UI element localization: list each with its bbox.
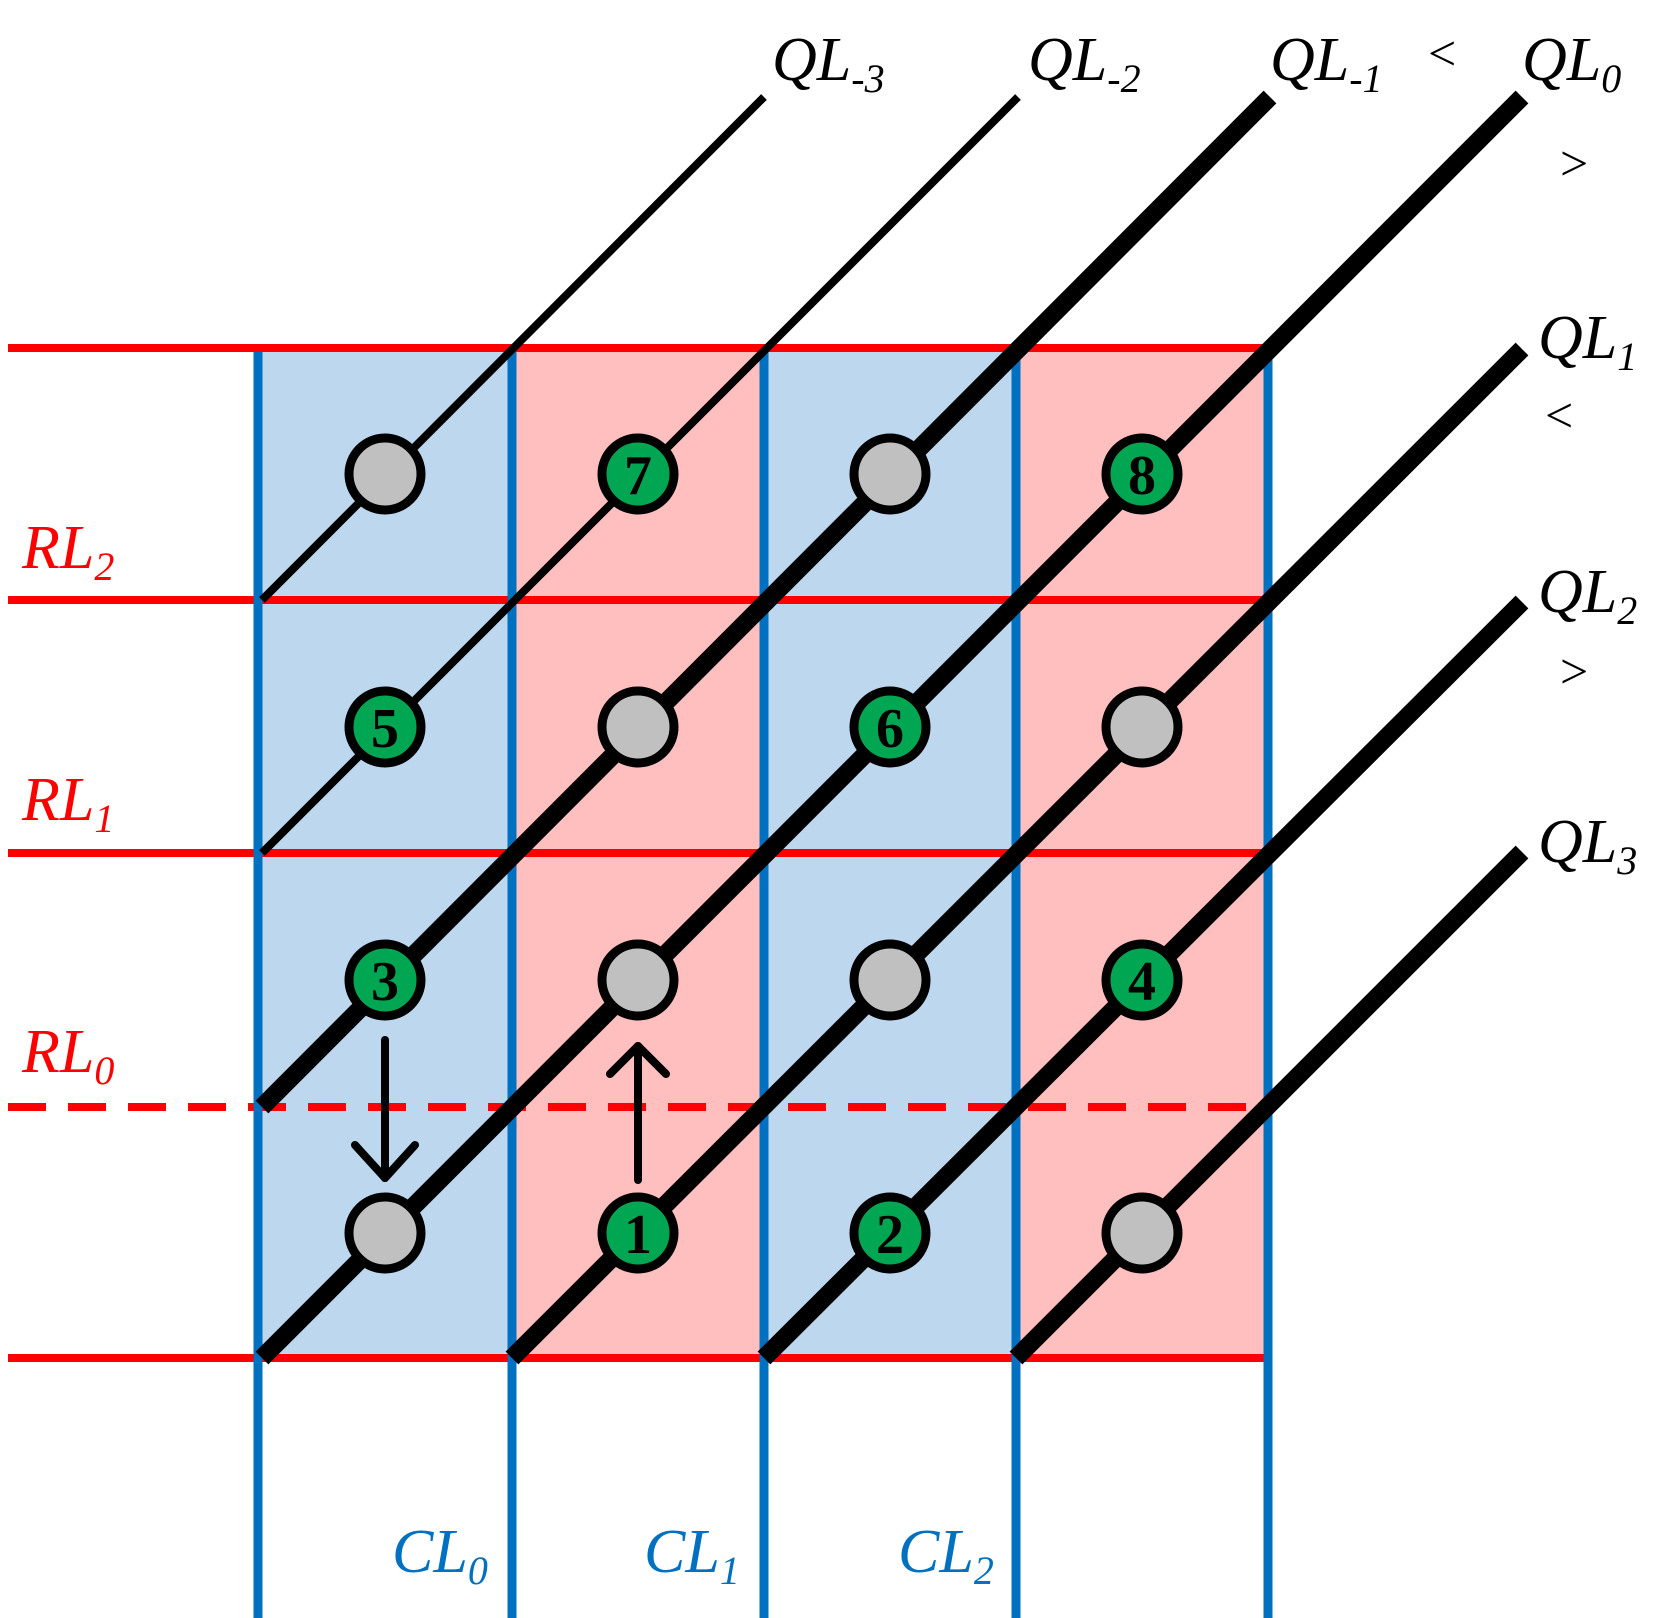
node-circle	[344, 939, 426, 1021]
node-label: 2	[876, 1204, 904, 1266]
comparison-ql0-ql1: >	[1560, 135, 1588, 191]
node-empty	[344, 1192, 426, 1274]
query-line-ql1	[505, 342, 1529, 1365]
label-rl0: RL0	[21, 1018, 114, 1093]
node-label: 3	[371, 951, 399, 1013]
node-circle	[344, 1192, 426, 1274]
node-1: 1	[597, 1192, 679, 1274]
node-7: 7	[597, 433, 679, 515]
node-circle	[344, 686, 426, 768]
node-label: 6	[876, 698, 904, 760]
label-ql-2: QL-2	[1028, 26, 1141, 101]
query-line-ql-3	[259, 94, 767, 603]
node-empty	[597, 939, 679, 1021]
label-cl1: CL1	[644, 1518, 740, 1593]
comparison-ql2-ql3: >	[1560, 643, 1588, 699]
label-ql3: QL3	[1538, 808, 1637, 883]
node-circle	[1101, 1192, 1183, 1274]
node-6: 6	[849, 686, 931, 768]
node-empty	[344, 433, 426, 515]
query-line-ql3	[1009, 845, 1529, 1365]
node-circle	[597, 686, 679, 768]
node-circle	[344, 433, 426, 515]
node-circle	[849, 1192, 931, 1274]
query-lines	[255, 90, 1529, 1365]
row-line-labels: RL2 RL1 RL0	[21, 514, 114, 1093]
node-empty	[1101, 686, 1183, 768]
column-line-labels: CL0 CL1 CL2	[392, 1518, 994, 1593]
label-rl1: RL1	[21, 766, 114, 841]
node-circle	[597, 1192, 679, 1274]
node-empty	[597, 686, 679, 768]
node-3: 3	[344, 939, 426, 1021]
node-label: 8	[1128, 445, 1156, 507]
node-label: 4	[1128, 951, 1156, 1013]
label-ql1: QL1	[1538, 304, 1637, 379]
node-circle	[597, 939, 679, 1021]
node-circle	[849, 433, 931, 515]
label-rl2: RL2	[21, 514, 114, 589]
up-arrow	[606, 1042, 670, 1184]
label-ql-1: QL-1	[1270, 26, 1383, 101]
nodes: 7 8 5 6 3 4 1 2	[344, 433, 1183, 1274]
label-cl2: CL2	[898, 1518, 994, 1593]
column-lines	[253, 352, 1273, 1618]
node-circle	[849, 939, 931, 1021]
node-circle	[849, 686, 931, 768]
label-ql0: QL0	[1522, 26, 1621, 101]
comparison-ql-1-ql0: <	[1428, 25, 1456, 81]
node-label: 5	[371, 698, 399, 760]
node-empty	[849, 939, 931, 1021]
query-line-ql-1	[255, 90, 1277, 1114]
comparison-ql1-ql2: <	[1545, 387, 1573, 443]
node-2: 2	[849, 1192, 931, 1274]
node-circle	[597, 433, 679, 515]
node-empty	[849, 433, 931, 515]
query-line-labels: QL-3 QL-2 QL-1 QL0 QL1 QL2 QL3	[772, 26, 1637, 883]
node-empty	[1101, 1192, 1183, 1274]
label-ql2: QL2	[1538, 558, 1637, 633]
node-label: 7	[624, 445, 652, 507]
arrows	[351, 1036, 670, 1184]
node-5: 5	[344, 686, 426, 768]
node-circle	[1101, 433, 1183, 515]
down-arrow	[351, 1036, 419, 1182]
label-ql-3: QL-3	[772, 26, 885, 101]
node-circle	[1101, 939, 1183, 1021]
node-8: 8	[1101, 433, 1183, 515]
node-4: 4	[1101, 939, 1183, 1021]
comparison-symbols: < > < >	[1428, 25, 1588, 699]
node-circle	[1101, 686, 1183, 768]
label-cl0: CL0	[392, 1518, 488, 1593]
node-label: 1	[624, 1204, 652, 1266]
